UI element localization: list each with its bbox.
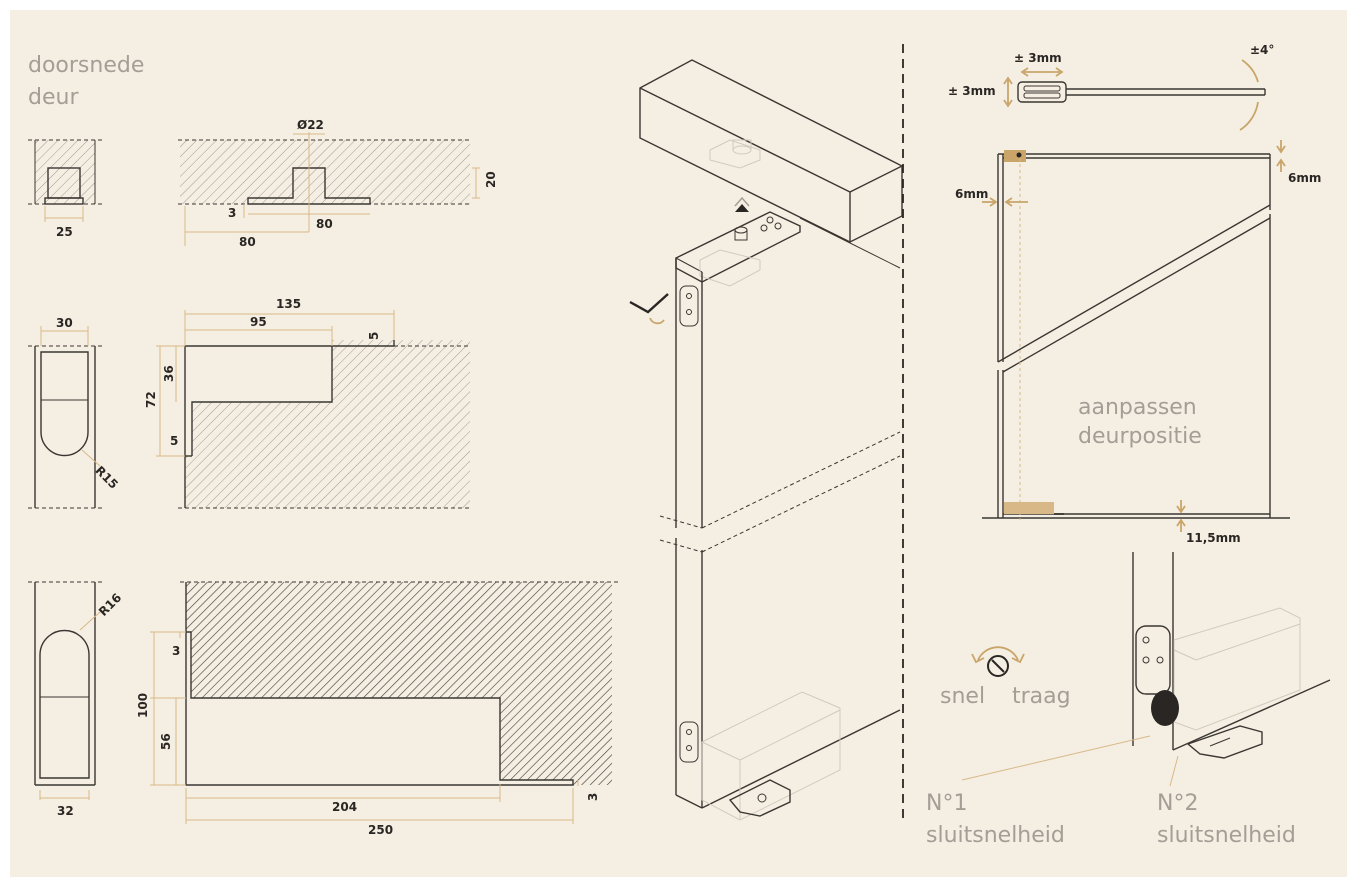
section-title-line2: deur bbox=[28, 85, 79, 110]
pivot-adjustment-detail: ± 3mm ± 3mm ±4° bbox=[948, 43, 1274, 131]
adjust-label-line1: aanpassen bbox=[1078, 395, 1197, 420]
speed-fast-label: snel bbox=[940, 684, 985, 709]
dim-100: 100 bbox=[136, 693, 150, 718]
dim-20: 20 bbox=[484, 171, 498, 188]
dim-32: 32 bbox=[57, 804, 74, 818]
dim-72: 72 bbox=[144, 391, 158, 408]
closer-section-front: 30 R15 bbox=[28, 316, 121, 509]
dim-36: 36 bbox=[162, 365, 176, 382]
dim-11-5mm: 11,5mm bbox=[1186, 531, 1241, 545]
dim-25: 25 bbox=[56, 225, 73, 239]
dim-80-upper: 80 bbox=[316, 217, 333, 231]
closer-section-side: 135 95 5 72 36 5 bbox=[144, 297, 470, 509]
bottom-closer-section-side: 3 100 56 204 250 3 bbox=[136, 581, 620, 837]
section-title-line1: doorsnede bbox=[28, 53, 144, 78]
dim-30: 30 bbox=[56, 316, 73, 330]
dim-56: 56 bbox=[159, 733, 173, 750]
dim-3-top: 3 bbox=[228, 206, 236, 220]
dim-250: 250 bbox=[368, 823, 393, 837]
dim-5-lower: 5 bbox=[170, 434, 178, 448]
n1-label-line2: sluitsnelheid bbox=[926, 823, 1065, 848]
n2-label-line1: N°2 bbox=[1157, 791, 1198, 816]
dim-3-left: 3 bbox=[172, 644, 180, 658]
dim-pm4-degrees: ±4° bbox=[1250, 43, 1274, 57]
section-title: doorsnede deur bbox=[28, 53, 144, 110]
dim-80-lower: 80 bbox=[239, 235, 256, 249]
dim-d22: Ø22 bbox=[297, 118, 324, 132]
dim-204: 204 bbox=[332, 800, 357, 814]
dim-95: 95 bbox=[250, 315, 267, 329]
dim-6mm-right: 6mm bbox=[1288, 171, 1321, 185]
dim-135: 135 bbox=[276, 297, 301, 311]
dim-6mm-left: 6mm bbox=[955, 187, 988, 201]
n1-label-line1: N°1 bbox=[926, 791, 967, 816]
isometric-door-assembly bbox=[629, 59, 903, 821]
adjust-label-line2: deurpositie bbox=[1078, 424, 1202, 449]
speed-slow-label: traag bbox=[1012, 684, 1071, 709]
dim-3-right: 3 bbox=[586, 793, 600, 801]
n2-label-line2: sluitsnelheid bbox=[1157, 823, 1296, 848]
top-pivot-section-side: Ø22 20 3 80 80 bbox=[178, 118, 498, 249]
door-position-frame: 6mm 6mm 11,5mm aanpassen deurpositie bbox=[955, 140, 1321, 545]
top-pivot-section-front: 25 bbox=[28, 139, 102, 239]
dim-5-upper: 5 bbox=[367, 332, 381, 340]
dim-pm3-vertical: ± 3mm bbox=[948, 84, 996, 98]
dim-pm3-horizontal: ± 3mm bbox=[1014, 51, 1062, 65]
closing-speed-adjustment: snel traag N°1 sluitsnelheid N°2 sluitsn… bbox=[926, 552, 1331, 848]
